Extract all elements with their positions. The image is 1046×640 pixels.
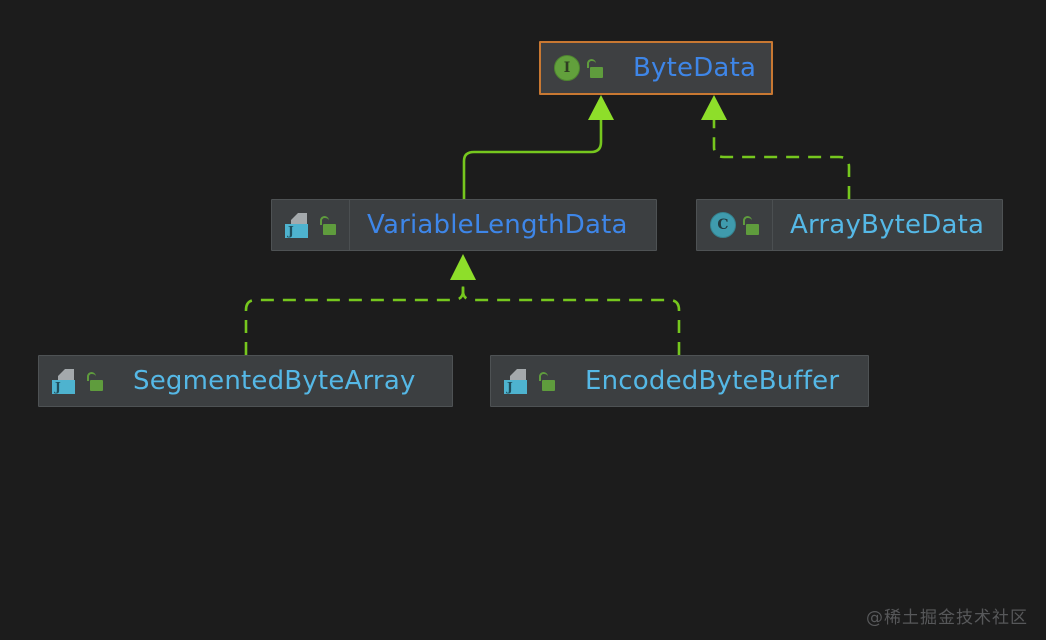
unlocked-padlock-icon: [86, 371, 104, 391]
edge-encodedbytebuffer-to-variablelengthdata: [461, 281, 681, 355]
arrowhead-to-bytedata-left: [588, 95, 614, 120]
abstract-class-icon: [52, 368, 80, 394]
edge-segmentedbytearray-to-variablelengthdata: [244, 281, 465, 355]
edge-arraybytedata-to-bytedata: [712, 112, 851, 199]
uml-node-variablelengthdata[interactable]: VariableLengthData: [271, 199, 657, 251]
abstract-class-icon: [504, 368, 532, 394]
node-label-encodedbytebuffer: EncodedByteBuffer: [585, 366, 840, 396]
node-label-segmentedbytearray: SegmentedByteArray: [133, 366, 416, 396]
uml-node-bytedata[interactable]: ByteData: [539, 41, 773, 95]
class-icon: [710, 212, 736, 238]
node-icon-group: [541, 43, 616, 93]
node-label-bytedata: ByteData: [633, 53, 757, 83]
unlocked-padlock-icon: [586, 58, 604, 78]
node-icon-group: [697, 200, 773, 250]
uml-node-segmentedbytearray[interactable]: SegmentedByteArray: [38, 355, 453, 407]
node-label-arraybytedata: ArrayByteData: [790, 210, 985, 240]
interface-icon: [554, 55, 580, 81]
abstract-class-icon: [285, 212, 313, 238]
arrowhead-to-bytedata-right: [701, 95, 727, 120]
node-icon-group: [491, 356, 568, 406]
unlocked-padlock-icon: [538, 371, 556, 391]
node-label-variablelengthdata: VariableLengthData: [367, 210, 628, 240]
node-icon-group: [39, 356, 116, 406]
uml-node-arraybytedata[interactable]: ArrayByteData: [696, 199, 1003, 251]
unlocked-padlock-icon: [319, 215, 337, 235]
unlocked-padlock-icon: [742, 215, 760, 235]
arrowhead-to-variablelengthdata: [450, 254, 476, 280]
edge-variablelengthdata-to-bytedata: [462, 110, 603, 201]
uml-node-encodedbytebuffer[interactable]: EncodedByteBuffer: [490, 355, 869, 407]
node-icon-group: [272, 200, 350, 250]
watermark-text: @稀土掘金技术社区: [866, 608, 1028, 628]
